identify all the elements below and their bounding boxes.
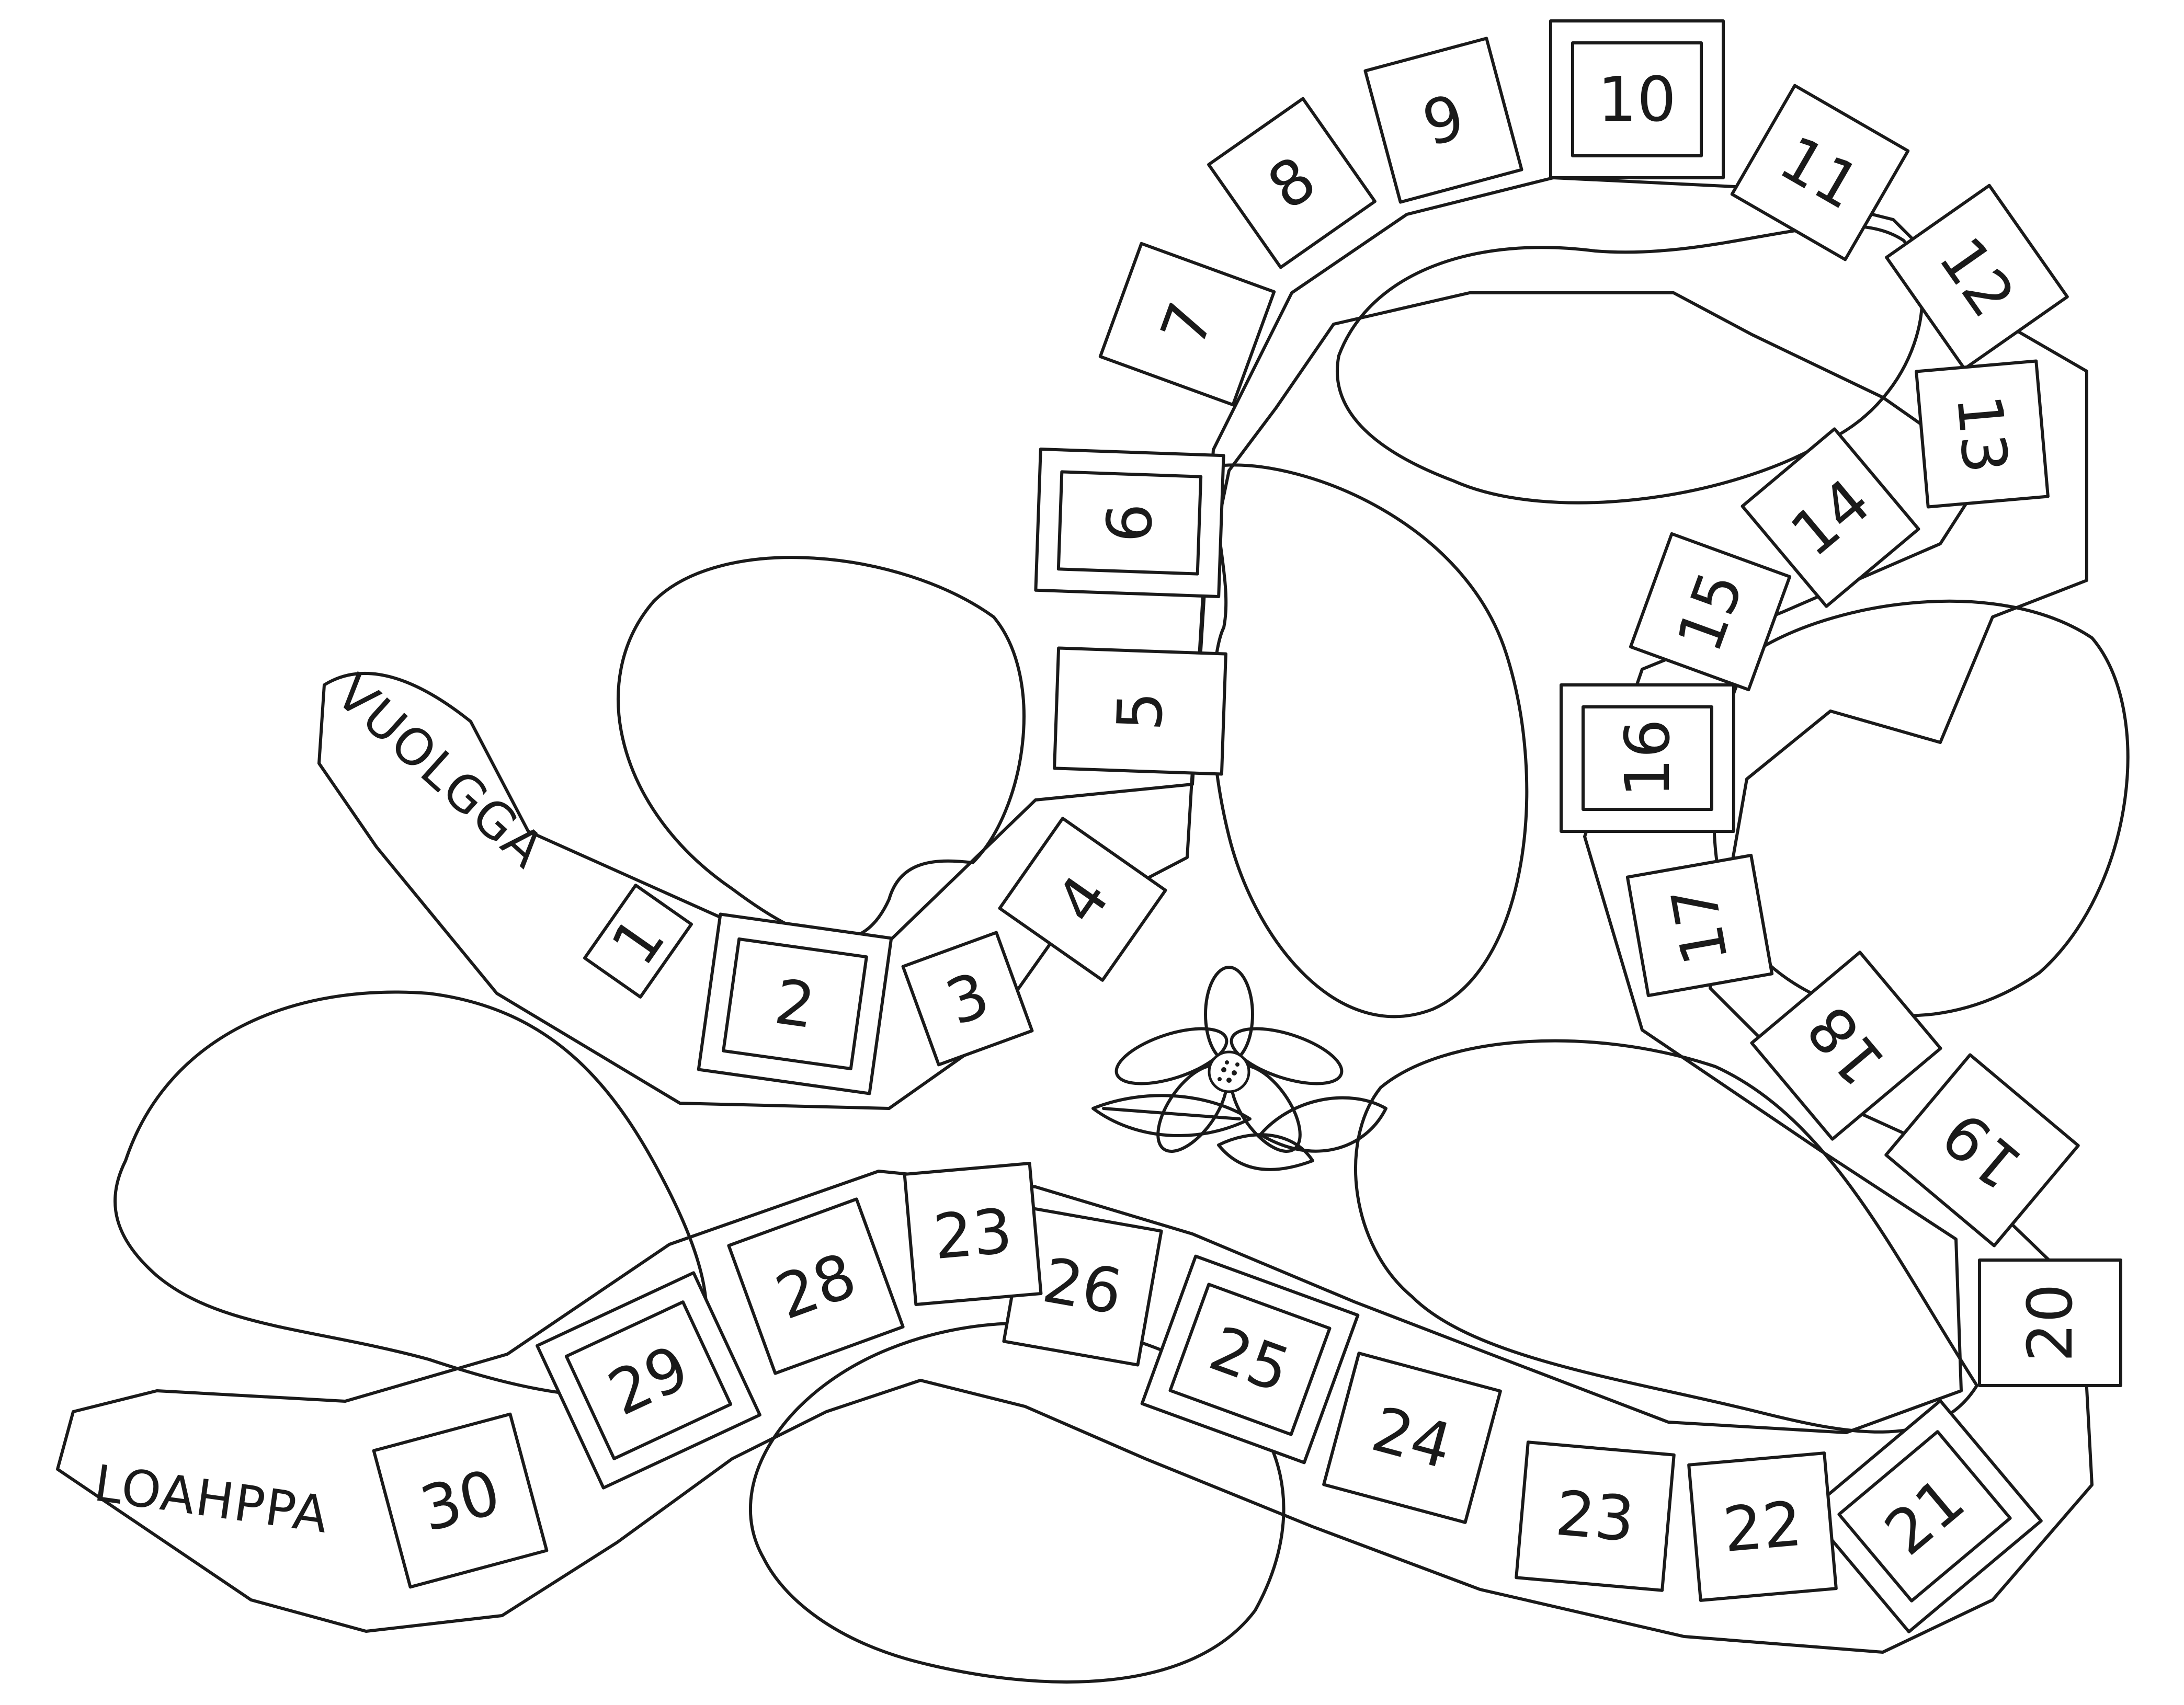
- square-6: 6: [1034, 447, 1225, 599]
- square-outline: [1053, 646, 1227, 776]
- square-inner: [1571, 41, 1703, 157]
- square-10: 10: [1549, 19, 1725, 179]
- square-outline: [1884, 1053, 2080, 1248]
- square-2: 2: [697, 912, 893, 1095]
- square-inner: [722, 937, 868, 1071]
- square-15: 15: [1629, 532, 1792, 692]
- square-number: 20: [2014, 1284, 2086, 1362]
- square-outline: [901, 931, 1034, 1067]
- square-outline: [998, 817, 1167, 982]
- square-23: 23: [1515, 1440, 1676, 1592]
- square-number: 10: [1598, 63, 1676, 135]
- flower-icon: [1091, 966, 1387, 1171]
- square-number: 26: [1038, 1244, 1128, 1329]
- start-label: VUOLGGA: [325, 663, 556, 879]
- square-number: 13: [1943, 392, 2022, 476]
- square-24: 24: [1322, 1352, 1502, 1524]
- square-3: 3: [901, 931, 1034, 1067]
- square-12: 12: [1885, 184, 2069, 371]
- square-inner: [1168, 1283, 1332, 1436]
- square-outline: [1741, 427, 1920, 608]
- square-outline: [1750, 951, 1942, 1141]
- square-14: 14: [1741, 427, 1920, 608]
- blob-bottom: [749, 1321, 1286, 1684]
- square-22: 22: [1687, 1451, 1838, 1602]
- square-18: 18: [1750, 951, 1942, 1141]
- square-17: 17: [1625, 853, 1774, 998]
- square-20: 20: [1978, 1258, 2122, 1387]
- square-outline: [1625, 853, 1774, 998]
- square-outline: [1098, 242, 1276, 407]
- square-19: 19: [1884, 1053, 2080, 1248]
- end-label: LOAHPPA: [90, 1454, 332, 1544]
- square-outline: [583, 884, 693, 999]
- blob-top-right: [1335, 224, 1924, 505]
- square-outline: [1730, 84, 1910, 261]
- blob-lower-right: [1354, 1039, 1979, 1434]
- square-outline: [1515, 1440, 1676, 1592]
- square-inner: [564, 1300, 733, 1460]
- square-9: 9: [1363, 37, 1523, 204]
- square-13: 13: [1915, 359, 2050, 509]
- square-21: 21: [1806, 1399, 2043, 1633]
- square-outline: [1915, 359, 2050, 509]
- square-outline: [903, 1162, 1043, 1306]
- square-28: 28: [727, 1197, 905, 1375]
- square-outline: [372, 1412, 549, 1589]
- square-outline: [1363, 37, 1523, 204]
- blob-right: [1712, 599, 2130, 1017]
- square-29: 29: [536, 1271, 761, 1490]
- square-25: 25: [1140, 1254, 1360, 1464]
- square-number: 23: [1553, 1477, 1637, 1556]
- square-30: 30: [372, 1412, 549, 1589]
- square-5: 5: [1053, 646, 1227, 776]
- square-27: 23: [903, 1162, 1043, 1306]
- square-7: 7: [1098, 242, 1276, 407]
- square-11: 11: [1730, 84, 1910, 261]
- square-outline: [1322, 1352, 1502, 1524]
- square-8: 8: [1207, 97, 1377, 269]
- square-inner: [1837, 1430, 2012, 1603]
- square-number: 16: [1611, 719, 1684, 797]
- square-4: 4: [998, 817, 1167, 982]
- square-number: 6: [1093, 502, 1167, 544]
- blob-upper-left: [617, 556, 1026, 941]
- square-number: 5: [1104, 690, 1177, 732]
- square-outline: [1629, 532, 1792, 692]
- square-outline: [1978, 1258, 2122, 1387]
- blob-middle: [1211, 463, 1529, 1019]
- square-outline: [1207, 97, 1377, 269]
- square-inner: [1056, 470, 1203, 576]
- square-number: 17: [1657, 880, 1742, 970]
- square-inner: [1582, 705, 1713, 811]
- square-outline: [1885, 184, 2069, 371]
- square-number: 23: [930, 1195, 1015, 1274]
- square-outline: [727, 1197, 905, 1375]
- square-1: 1: [583, 884, 693, 999]
- square-number: 22: [1720, 1487, 1805, 1566]
- square-16: 16: [1560, 683, 1735, 833]
- square-outline: [1687, 1451, 1838, 1602]
- track: [56, 176, 2094, 1654]
